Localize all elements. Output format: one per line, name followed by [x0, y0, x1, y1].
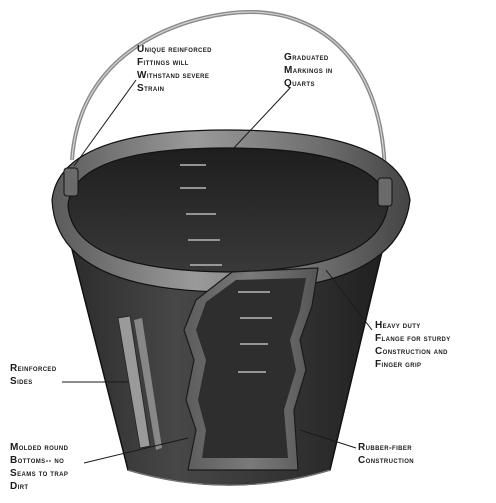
- callout-reinforced-fittings: Unique reinforced Fittings will Withstan…: [137, 43, 212, 95]
- callout-line: Reinforced: [10, 362, 57, 375]
- callout-line: Finger grip: [375, 358, 451, 371]
- callout-line: Bottoms-- no: [10, 454, 68, 467]
- callout-line: Construction and: [375, 345, 451, 358]
- callout-line: sides: [10, 375, 57, 388]
- callout-line: Seams to trap: [10, 467, 68, 480]
- callout-line: Quarts: [284, 77, 333, 90]
- callout-line: Rubber-fiber: [358, 441, 414, 454]
- callout-line: Flange for sturdy: [375, 332, 451, 345]
- callout-line: Fittings will: [137, 56, 212, 69]
- callout-line: Withstand severe: [137, 69, 212, 82]
- callout-molded-bottoms: Molded round Bottoms-- no Seams to trap …: [10, 441, 68, 493]
- callout-line: Strain: [137, 82, 212, 95]
- callout-reinforced-sides: Reinforced sides: [10, 362, 57, 388]
- callout-line: Dirt: [10, 480, 68, 493]
- left-fitting: [64, 168, 78, 196]
- right-fitting: [378, 178, 392, 206]
- callout-heavy-duty-flange: Heavy Duty Flange for sturdy Constructio…: [375, 319, 451, 371]
- callout-line: Molded round: [10, 441, 68, 454]
- callout-line: Heavy Duty: [375, 319, 451, 332]
- callout-line: Graduated: [284, 51, 333, 64]
- callout-line: Markings In: [284, 64, 333, 77]
- callout-line: Unique reinforced: [137, 43, 212, 56]
- callout-rubber-fiber: Rubber-fiber Construction: [358, 441, 414, 467]
- callout-line: Construction: [358, 454, 414, 467]
- callout-graduated-markings: Graduated Markings In Quarts: [284, 51, 333, 90]
